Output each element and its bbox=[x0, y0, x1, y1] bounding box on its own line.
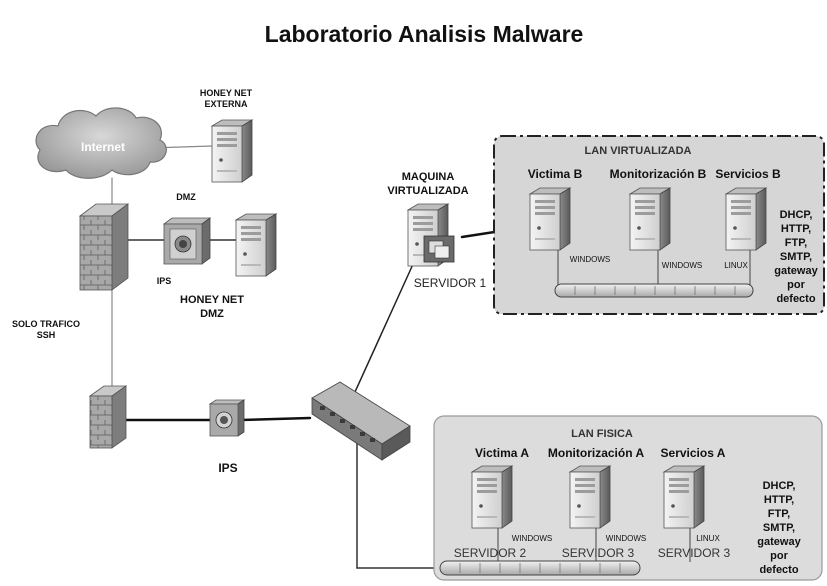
ips-main-icon bbox=[208, 399, 246, 437]
service-a-7: defecto bbox=[759, 564, 798, 576]
servicios-a-server-icon bbox=[663, 465, 705, 529]
monitorizacion-b-server-icon bbox=[629, 187, 671, 251]
lan-virtualizada-bus bbox=[554, 283, 754, 298]
service-a-4: SMTP, bbox=[763, 522, 795, 534]
honeynet-externa-server-icon bbox=[211, 119, 253, 183]
ips-dmz-label: IPS bbox=[157, 276, 172, 286]
os-monitorizacion-a: WINDOWS bbox=[606, 534, 646, 543]
link-switch-server1 bbox=[349, 261, 415, 404]
service-b-4: SMTP, bbox=[780, 251, 812, 263]
dmz-label: DMZ bbox=[176, 192, 196, 202]
service-a-2: HTTP, bbox=[764, 494, 794, 506]
switch-icon bbox=[311, 381, 411, 461]
lan-virtualizada-zone: LAN VIRTUALIZADA Victima B Monitorizació… bbox=[493, 135, 825, 315]
service-a-6: por bbox=[770, 550, 788, 562]
os-servicios-a: LINUX bbox=[696, 534, 720, 543]
victima-b-server-icon bbox=[529, 187, 571, 251]
servicios-b-server-icon bbox=[725, 187, 767, 251]
server-victima-a: SERVIDOR 2 bbox=[454, 546, 527, 560]
host-victima-b-label: Victima B bbox=[528, 167, 583, 181]
honeynet-externa-label-2: EXTERNA bbox=[204, 99, 248, 109]
host-victima-a-label: Victima A bbox=[475, 446, 529, 460]
victima-a-server-icon bbox=[471, 465, 513, 529]
service-b-2: HTTP, bbox=[781, 223, 811, 235]
service-b-3: FTP, bbox=[785, 237, 807, 249]
maquina-label-1: MAQUINA bbox=[402, 171, 455, 183]
services-b-list: DHCP, HTTP, FTP, SMTP, gateway por defec… bbox=[774, 209, 818, 305]
firewall-main-icon bbox=[78, 203, 130, 291]
internet-cloud: Internet bbox=[35, 107, 167, 179]
service-b-7: defecto bbox=[776, 293, 815, 305]
service-b-5: gateway bbox=[774, 265, 818, 277]
server-monitorizacion-a: SERVIDOR 3 bbox=[562, 546, 635, 560]
servidor1-label: SERVIDOR 1 bbox=[414, 276, 487, 290]
honeynet-dmz-label-1: HONEY NET bbox=[180, 294, 244, 306]
lan-fisica-title: LAN FISICA bbox=[571, 428, 633, 440]
os-victima-b: WINDOWS bbox=[570, 255, 610, 264]
cloud-shape bbox=[35, 107, 167, 179]
internet-label: Internet bbox=[81, 140, 125, 154]
monitorizacion-a-server-icon bbox=[569, 465, 611, 529]
service-a-1: DHCP, bbox=[763, 480, 796, 492]
os-monitorizacion-b: WINDOWS bbox=[662, 261, 702, 270]
os-servicios-b: LINUX bbox=[724, 261, 748, 270]
ips-dmz-icon bbox=[162, 217, 212, 265]
host-monitorizacion-a-label: Monitorización A bbox=[548, 446, 645, 460]
lan-fisica-zone: LAN FISICA Victima A Monitorización A Se… bbox=[433, 415, 823, 581]
maquina-label-2: VIRTUALIZADA bbox=[387, 185, 468, 197]
firewall-secondary-icon bbox=[88, 385, 128, 449]
server-servicios-a: SERVIDOR 3 bbox=[658, 546, 731, 560]
host-monitorizacion-b-label: Monitorización B bbox=[610, 167, 707, 181]
lan-virtualizada-title: LAN VIRTUALIZADA bbox=[585, 145, 692, 157]
virtualization-icon bbox=[423, 235, 455, 263]
service-a-3: FTP, bbox=[768, 508, 790, 520]
honeynet-externa-label-1: HONEY NET bbox=[200, 88, 253, 98]
ips-main-label: IPS bbox=[218, 461, 237, 475]
os-victima-a: WINDOWS bbox=[512, 534, 552, 543]
honeynet-dmz-label-2: DMZ bbox=[200, 308, 224, 320]
link-ips-switch bbox=[238, 416, 312, 422]
service-a-5: gateway bbox=[757, 536, 801, 548]
solo-trafico-label-2: SSH bbox=[37, 330, 56, 340]
honeynet-dmz-server-icon bbox=[235, 213, 277, 277]
solo-trafico-label-1: SOLO TRAFICO bbox=[12, 319, 80, 329]
service-b-1: DHCP, bbox=[780, 209, 813, 221]
diagram-title: Laboratorio Analisis Malware bbox=[265, 21, 584, 47]
service-b-6: por bbox=[787, 279, 805, 291]
host-servicios-a-label: Servicios A bbox=[661, 446, 726, 460]
services-a-list: DHCP, HTTP, FTP, SMTP, gateway por defec… bbox=[757, 480, 801, 576]
host-servicios-b-label: Servicios B bbox=[715, 167, 781, 181]
